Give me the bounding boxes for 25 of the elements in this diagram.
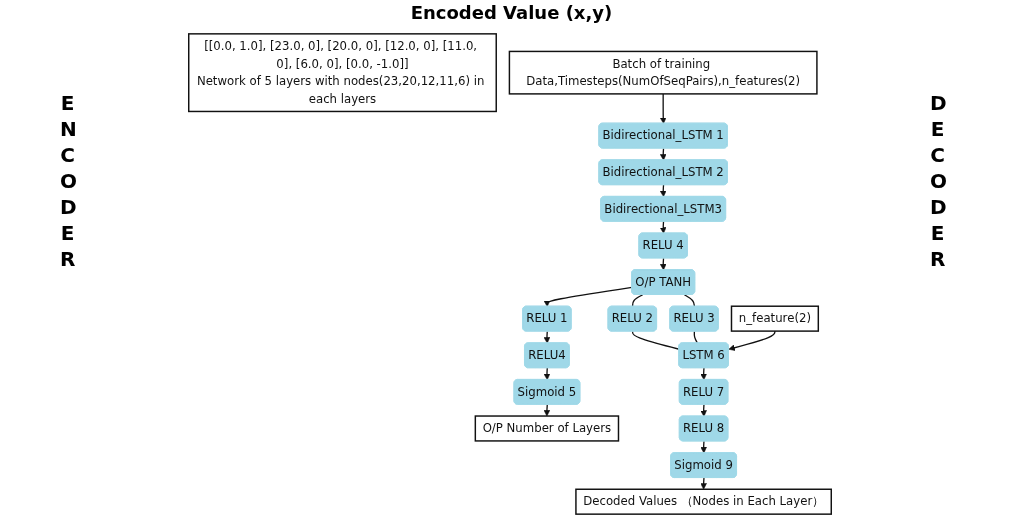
arrow [543, 404, 551, 417]
node-box: n_feature(2) [730, 305, 820, 332]
arrow [659, 147, 667, 161]
arrow [700, 367, 707, 381]
node-box: Decoded Values （Nodes in Each Layer） [575, 488, 832, 515]
node-box: [[0.0, 1.0], [23.0, 0], [20.0, 0], [12.0, 0], [11.0, 0], [6.0, 0], [0.0, -1.0]] Network of 5 layers with nodes(23,20,12,11,6) in each layers [188, 33, 497, 113]
arrow [700, 440, 707, 454]
connector [683, 294, 696, 308]
arrow [659, 184, 667, 198]
arrow [659, 93, 667, 124]
vertical-label: ENCODER [60, 90, 76, 272]
diagram-title: Encoded Value (x,y) [409, 2, 614, 23]
arrow [700, 404, 707, 417]
connector [631, 330, 680, 350]
arrow [700, 477, 707, 490]
arrow [543, 330, 551, 344]
arrow [659, 221, 667, 234]
arrow [543, 367, 551, 381]
arrow [659, 257, 667, 271]
arrow [543, 286, 633, 307]
arrow [728, 330, 776, 351]
node-box: Batch of training Data,Timesteps(NumOfSeqPairs),n_features(2) [508, 50, 818, 95]
vertical-label: DECODER [930, 90, 946, 272]
connector [631, 294, 644, 308]
node-box: O/P Number of Layers [474, 415, 620, 442]
